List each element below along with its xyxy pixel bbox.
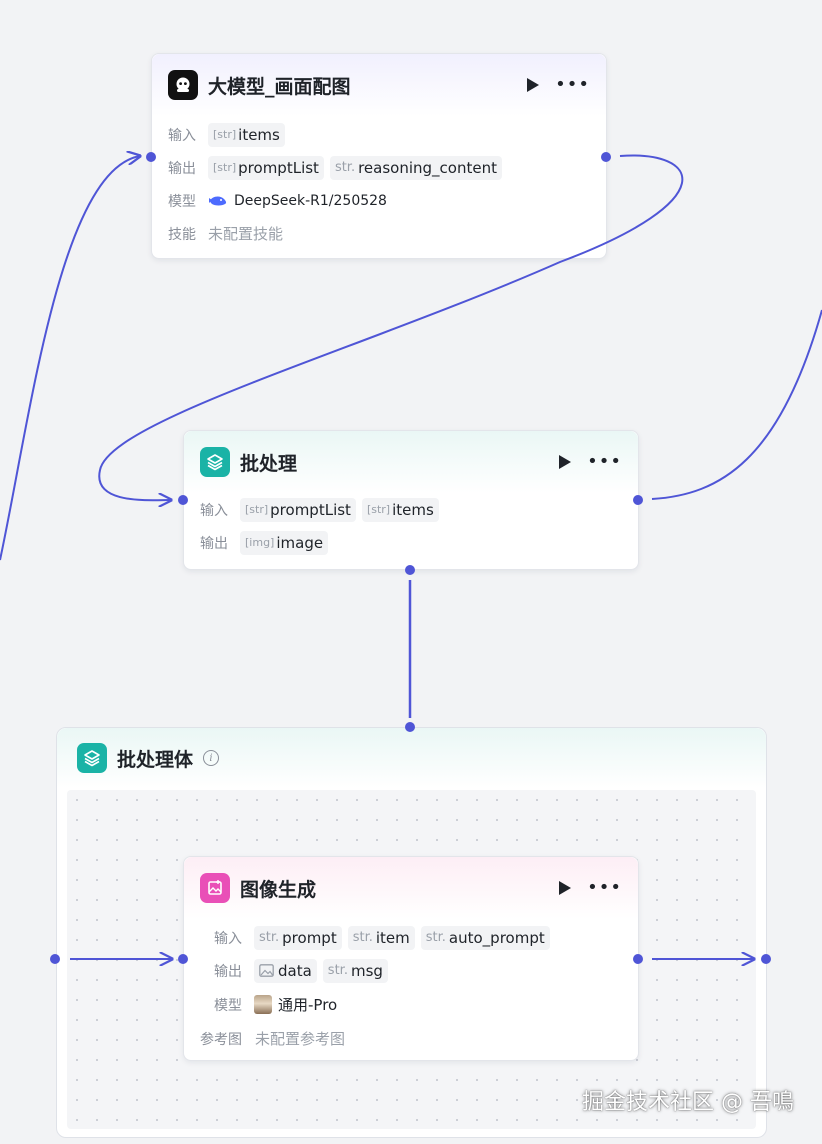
llm-output-label: 输出 xyxy=(168,160,196,177)
image-gen-model-row: 模型 通用-Pro xyxy=(184,987,638,1022)
llm-skill-label: 技能 xyxy=(168,226,196,243)
whale-icon xyxy=(208,194,228,208)
batch-output-row: 输出 [img]image xyxy=(184,526,638,559)
image-gen-node-header[interactable]: 图像生成 ••• xyxy=(184,857,638,919)
llm-skill-value[interactable]: 未配置技能 xyxy=(208,225,284,243)
image-gen-ref-label: 参考图 xyxy=(200,1031,242,1048)
image-gen-output-tag[interactable]: str.msg xyxy=(322,958,388,983)
image-gen-ref-row: 参考图 未配置参考图 xyxy=(184,1022,638,1055)
image-crop-icon xyxy=(200,873,230,903)
batch-node[interactable]: 批处理 ••• 输入 [str]promptList [str]items 输出… xyxy=(183,430,639,570)
image-gen-more-icon[interactable]: ••• xyxy=(587,877,622,898)
llm-output-port[interactable] xyxy=(601,152,611,162)
batch-input-label: 输入 xyxy=(200,502,228,519)
batch-output-label: 输出 xyxy=(200,535,228,552)
layers-icon xyxy=(77,743,107,773)
llm-robot-icon xyxy=(168,70,198,100)
llm-input-tag[interactable]: [str]items xyxy=(208,122,285,147)
llm-node[interactable]: 大模型_画面配图 ••• 输入 [str]items 输出 [str]promp… xyxy=(151,53,607,259)
llm-node-title: 大模型_画面配图 xyxy=(208,75,351,98)
llm-input-label: 输入 xyxy=(168,127,196,144)
body-start-port[interactable] xyxy=(50,954,60,964)
batch-body-input-port[interactable] xyxy=(405,722,415,732)
batch-output-tag[interactable]: [img]image xyxy=(240,530,329,555)
batch-body-title: 批处理体 xyxy=(117,748,194,771)
batch-run-icon[interactable] xyxy=(559,455,572,469)
batch-input-row: 输入 [str]promptList [str]items xyxy=(184,493,638,526)
batch-body-header[interactable]: 批处理体 i xyxy=(57,728,766,788)
image-gen-ref-value[interactable]: 未配置参考图 xyxy=(255,1030,346,1048)
image-gen-input-tag[interactable]: str.prompt xyxy=(254,925,342,950)
llm-output-tag[interactable]: str.reasoning_content xyxy=(329,155,502,180)
image-gen-node-title: 图像生成 xyxy=(240,878,317,901)
wire-offscreen-to-llm[interactable] xyxy=(0,156,140,561)
image-gen-input-port[interactable] xyxy=(178,954,188,964)
info-icon[interactable]: i xyxy=(203,750,220,766)
image-icon xyxy=(259,964,274,977)
image-gen-input-row: 输入 str.prompt str.item str.auto_prompt xyxy=(184,921,638,954)
image-gen-output-tag[interactable]: data xyxy=(254,958,317,983)
batch-more-icon[interactable]: ••• xyxy=(587,451,622,472)
image-gen-run-icon[interactable] xyxy=(559,881,572,895)
wire-batch-to-offscreen[interactable] xyxy=(651,309,822,500)
image-gen-input-label: 输入 xyxy=(214,930,242,947)
llm-input-port[interactable] xyxy=(146,152,156,162)
image-gen-node[interactable]: 图像生成 ••• 输入 str.prompt str.item str.auto… xyxy=(183,856,639,1061)
batch-body-output-port[interactable] xyxy=(405,565,415,575)
llm-node-header[interactable]: 大模型_画面配图 ••• xyxy=(152,54,606,116)
llm-output-row: 输出 [str]promptList str.reasoning_content xyxy=(152,151,606,184)
image-gen-output-label: 输出 xyxy=(214,963,242,980)
watermark: 掘金技术社区 @ 吾鳴 xyxy=(582,1090,794,1115)
batch-node-header[interactable]: 批处理 ••• xyxy=(184,431,638,493)
model-avatar-icon xyxy=(254,995,272,1014)
batch-input-tag[interactable]: [str]items xyxy=(361,497,439,522)
llm-skill-row: 技能 未配置技能 xyxy=(152,217,606,250)
image-gen-input-tag[interactable]: str.auto_prompt xyxy=(420,925,550,950)
image-gen-model-value[interactable]: 通用-Pro xyxy=(278,996,338,1014)
batch-input-tag[interactable]: [str]promptList xyxy=(240,497,356,522)
body-end-port[interactable] xyxy=(761,954,771,964)
batch-input-port[interactable] xyxy=(178,495,188,505)
layers-icon xyxy=(200,447,230,477)
llm-model-label: 模型 xyxy=(168,193,196,210)
image-gen-input-tag[interactable]: str.item xyxy=(347,925,415,950)
image-gen-model-label: 模型 xyxy=(214,997,242,1014)
llm-input-row: 输入 [str]items xyxy=(152,118,606,151)
batch-node-title: 批处理 xyxy=(240,452,298,475)
batch-output-port[interactable] xyxy=(633,495,643,505)
image-gen-output-port[interactable] xyxy=(633,954,643,964)
llm-model-row: 模型 DeepSeek-R1/250528 xyxy=(152,184,606,217)
llm-output-tag[interactable]: [str]promptList xyxy=(208,155,324,180)
llm-run-icon[interactable] xyxy=(527,78,540,92)
image-gen-output-row: 输出 data str.msg xyxy=(184,954,638,987)
llm-model-value[interactable]: DeepSeek-R1/250528 xyxy=(234,192,387,209)
llm-more-icon[interactable]: ••• xyxy=(555,74,590,95)
